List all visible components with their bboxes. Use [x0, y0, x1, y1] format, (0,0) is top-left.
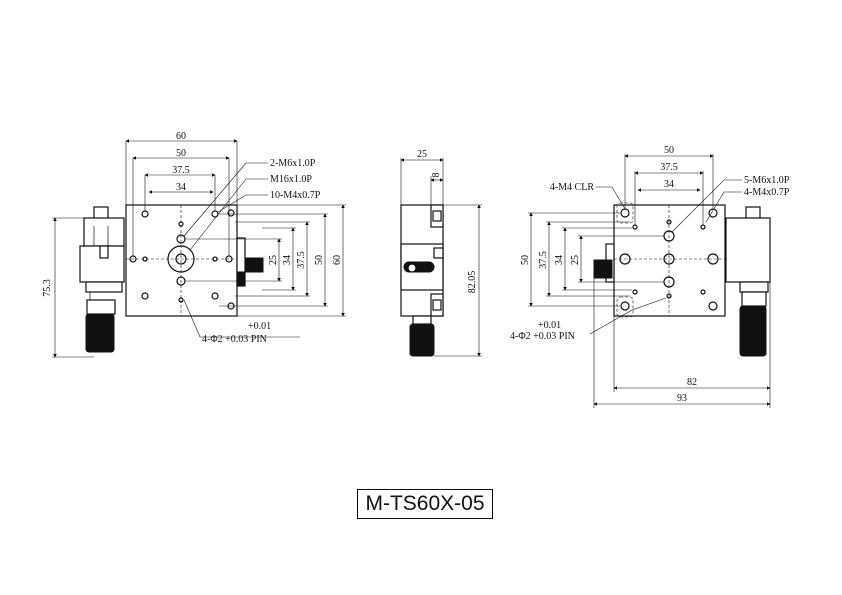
dim-front-50-v: 50 — [314, 255, 325, 265]
dim-front-60: 60 — [176, 131, 186, 142]
dim-side-25: 25 — [417, 149, 427, 160]
dim-front-25: 25 — [268, 255, 279, 265]
callout-m16: M16x1.0P — [270, 174, 312, 185]
dim-bottom-82: 82 — [687, 377, 697, 388]
dim-bottom-50-v: 50 — [520, 255, 531, 265]
dim-bottom-37-5: 37.5 — [660, 162, 678, 173]
dim-bottom-34: 34 — [664, 179, 674, 190]
dim-front-50: 50 — [176, 148, 186, 159]
pin-tolerance-front: +0.01 — [248, 321, 271, 332]
callout-4-m4-clr: 4-M4 CLR — [550, 182, 595, 193]
pin-tolerance-bottom: +0.01 — [538, 320, 561, 331]
dim-bottom-34-v: 34 — [554, 255, 565, 265]
callout-4-m4-07: 4-M4x0.7P — [744, 187, 790, 198]
dim-bottom-37-5-v: 37.5 — [538, 251, 549, 269]
dim-side-8: 8 — [431, 173, 442, 178]
dim-front-60-v: 60 — [332, 255, 343, 265]
dim-bottom-50: 50 — [664, 145, 674, 156]
dim-bottom-93: 93 — [677, 393, 687, 404]
dim-bottom-25-v: 25 — [570, 255, 581, 265]
callout-10-m4: 10-M4x0.7P — [270, 190, 321, 201]
front-view: 60 50 37.5 34 25 34 37.5 50 60 75.3 2-M6… — [42, 131, 346, 358]
dim-front-34-v: 34 — [282, 255, 293, 265]
front-micrometer — [79, 206, 125, 353]
dim-front-75-3: 75.3 — [42, 279, 53, 297]
dim-front-34: 34 — [176, 182, 186, 193]
callout-2-m6: 2-M6x1.0P — [270, 158, 316, 169]
callout-5-m6: 5-M6x1.0P — [744, 175, 790, 186]
side-view: 25 8 82.05 — [400, 149, 482, 357]
pin-label-bottom: 4-Φ2 +0.03 PIN — [510, 331, 575, 342]
bottom-view: 50 37.5 34 50 37.5 34 25 82 93 4-M4 CLR … — [510, 145, 790, 408]
pin-label-front: 4-Φ2 +0.03 PIN — [202, 334, 267, 345]
dim-side-82-05: 82.05 — [467, 271, 478, 294]
model-title: M-TS60X-05 — [357, 489, 493, 519]
dim-front-37-5-v: 37.5 — [296, 251, 307, 269]
dim-front-37-5: 37.5 — [172, 165, 190, 176]
